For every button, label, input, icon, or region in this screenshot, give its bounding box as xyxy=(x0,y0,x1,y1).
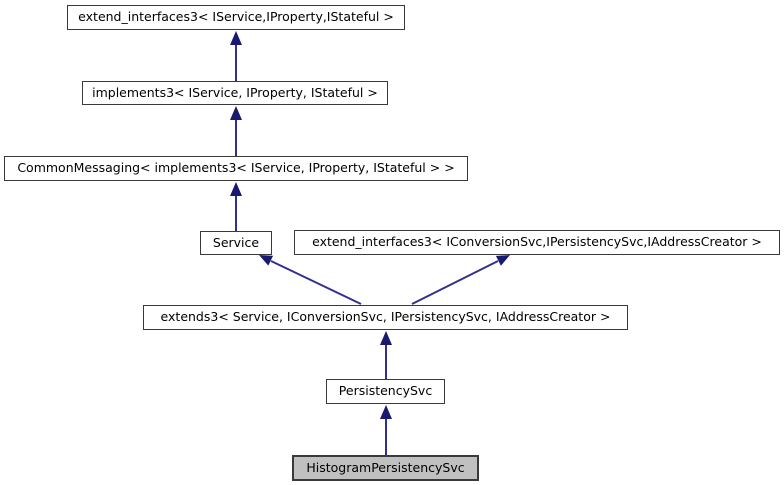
class-node-histogrampersistencysvc-current: HistogramPersistencySvc xyxy=(292,455,479,481)
inheritance-arrow-extends3-to-service xyxy=(259,255,362,305)
class-node-persistencysvc[interactable]: PersistencySvc xyxy=(326,379,445,404)
inheritance-arrow-implements3-to-extend-interfaces3 xyxy=(230,31,242,81)
class-node-commonmessaging[interactable]: CommonMessaging< implements3< IService, … xyxy=(4,156,468,181)
class-node-extend-interfaces3-iservice[interactable]: extend_interfaces3< IService,IProperty,I… xyxy=(67,5,405,30)
inheritance-arrow-histogrampersistencysvc-to-persistencysvc xyxy=(380,405,392,455)
class-node-service[interactable]: Service xyxy=(200,231,272,255)
inheritance-arrow-persistencysvc-to-extends3 xyxy=(380,331,392,379)
class-node-extend-interfaces3-iconversionsvc[interactable]: extend_interfaces3< IConversionSvc,IPers… xyxy=(294,230,780,255)
class-node-extends3[interactable]: extends3< Service, IConversionSvc, IPers… xyxy=(143,305,628,330)
inheritance-arrow-service-to-commonmessaging xyxy=(230,182,242,231)
inheritance-arrow-commonmessaging-to-implements3 xyxy=(230,106,242,156)
inheritance-arrow-extends3-to-extend-interfaces3-conv xyxy=(411,255,510,305)
class-node-implements3[interactable]: implements3< IService, IProperty, IState… xyxy=(82,81,388,105)
